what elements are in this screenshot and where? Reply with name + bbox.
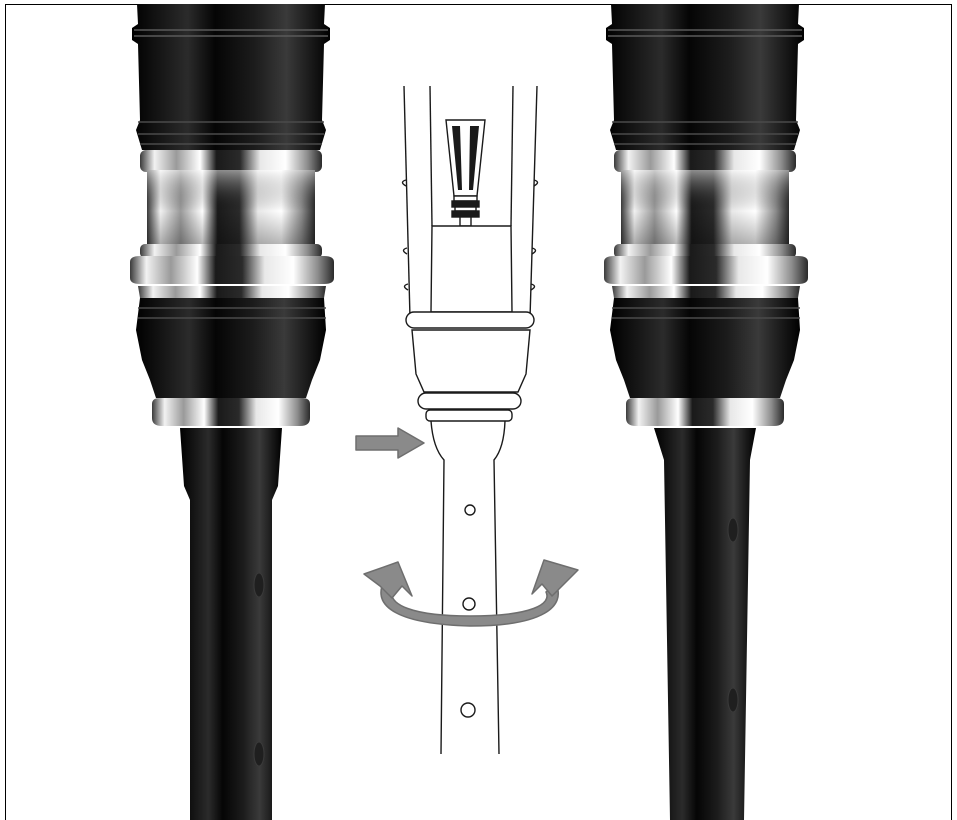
chanter-photo-right — [604, 4, 808, 820]
chanter-bulb-outline — [411, 329, 531, 422]
metal-ferrule — [614, 150, 796, 258]
finger-hole — [253, 572, 265, 598]
reed-seat — [405, 225, 535, 329]
chanter-bulb — [136, 298, 326, 398]
finger-hole — [727, 517, 739, 543]
chanter-line-diagram — [401, 85, 539, 755]
metal-ferrule — [140, 150, 322, 258]
chanter-body — [180, 428, 282, 820]
reed — [445, 119, 486, 227]
metal-sole-ring — [626, 398, 784, 426]
finger-hole — [462, 597, 476, 611]
right-arrow-icon — [355, 427, 425, 459]
chanter-top-stock — [132, 4, 330, 150]
metal-ring-wide — [604, 256, 808, 298]
metal-sole-ring — [152, 398, 310, 426]
finger-hole — [460, 702, 476, 718]
finger-hole — [464, 504, 476, 516]
finger-hole — [727, 687, 739, 713]
chanter-bore-outline — [430, 420, 506, 755]
chanter-bulb — [610, 298, 800, 398]
chanter-top-stock — [606, 4, 804, 150]
finger-hole — [253, 741, 265, 767]
metal-ring-wide — [130, 256, 334, 298]
chanter-body — [654, 428, 756, 820]
chanter-outline-top — [401, 85, 539, 319]
chanter-photo-left — [130, 4, 334, 820]
rotate-both-ways-icon — [363, 559, 579, 627]
